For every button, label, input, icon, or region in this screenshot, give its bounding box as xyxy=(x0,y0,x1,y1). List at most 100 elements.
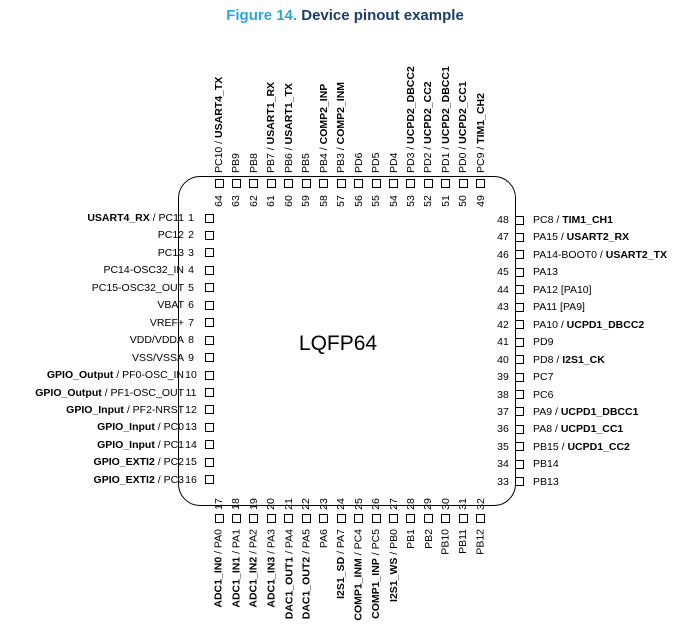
pin-pad-41 xyxy=(515,337,524,347)
pin-number-7: 7 xyxy=(188,316,194,329)
pin-pad-62 xyxy=(249,179,259,188)
pin-number-25: 25 xyxy=(352,498,365,510)
pin-label-24: I2S1_SD / PA7 xyxy=(335,529,348,599)
pin-number-48: 48 xyxy=(497,214,509,226)
pin-label-26: COMP1_INP / PC5 xyxy=(370,529,383,619)
pin-number-45: 45 xyxy=(497,266,509,279)
pin-pad-27 xyxy=(389,514,398,523)
pin-label-28: PB1 xyxy=(404,529,417,549)
pin-label-1: USART4_RX / PC11 xyxy=(87,212,184,224)
pin-label-43: PA11 [PA9] xyxy=(533,301,585,314)
pin-number-11: 11 xyxy=(185,386,197,399)
pin-pad-11 xyxy=(205,388,214,397)
pin-number-6: 6 xyxy=(188,299,194,312)
pin-pad-24 xyxy=(336,514,346,523)
pin-label-13: GPIO_Input / PC0 xyxy=(97,421,184,434)
pin-number-13: 13 xyxy=(185,421,197,434)
pin-pad-3 xyxy=(205,248,214,258)
pin-pad-18 xyxy=(231,514,241,523)
pin-pad-63 xyxy=(231,179,241,188)
pin-label-34: PB14 xyxy=(533,458,559,471)
pin-pad-51 xyxy=(441,179,451,188)
figure-number: Figure 14. xyxy=(226,7,298,24)
pin-label-40: PD8 / I2S1_CK xyxy=(533,353,605,366)
pin-pad-60 xyxy=(284,179,294,188)
pin-pad-13 xyxy=(205,422,214,432)
pin-number-57: 57 xyxy=(335,195,348,207)
pin-number-2: 2 xyxy=(188,229,194,242)
pin-pad-47 xyxy=(515,232,524,242)
pin-pad-40 xyxy=(515,355,524,365)
pin-label-3: PC13 xyxy=(157,246,184,259)
pin-pad-14 xyxy=(205,440,214,450)
pin-label-42: PA10 / UCPD1_DBCC2 xyxy=(533,318,645,331)
pin-number-1: 1 xyxy=(188,212,194,224)
pin-label-35: PB15 / UCPD1_CC2 xyxy=(533,440,630,453)
pin-label-33: PB13 xyxy=(533,475,559,488)
pin-number-35: 35 xyxy=(497,440,509,453)
pin-pad-17 xyxy=(214,514,224,523)
pin-pad-22 xyxy=(301,514,311,523)
figure-title: Figure 14. Device pinout example xyxy=(0,7,690,24)
pin-number-38: 38 xyxy=(497,388,509,401)
pin-number-5: 5 xyxy=(188,281,194,294)
pin-label-17: ADC1_IN0 / PA0 xyxy=(213,529,225,608)
pin-label-6: VBAT xyxy=(157,299,184,312)
pin-number-54: 54 xyxy=(387,195,400,207)
pin-number-8: 8 xyxy=(188,334,194,347)
pin-pad-26 xyxy=(371,514,381,523)
pin-number-31: 31 xyxy=(457,498,470,510)
pin-label-8: VDD/VDDA xyxy=(129,334,184,347)
pin-label-10: GPIO_Output / PF0-OSC_IN xyxy=(46,369,184,382)
pin-pad-36 xyxy=(515,424,524,434)
pin-pad-5 xyxy=(205,283,214,293)
pin-label-36: PA8 / UCPD1_CC1 xyxy=(533,423,624,436)
pin-pad-35 xyxy=(515,442,524,452)
pin-number-62: 62 xyxy=(247,195,260,207)
pin-number-61: 61 xyxy=(265,195,278,207)
pin-pad-50 xyxy=(458,179,468,188)
pin-number-63: 63 xyxy=(230,195,243,207)
pin-number-23: 23 xyxy=(317,498,330,510)
pin-number-46: 46 xyxy=(497,248,509,261)
pin-pad-45 xyxy=(515,267,524,277)
pin-number-56: 56 xyxy=(352,195,365,207)
figure-caption: Device pinout example xyxy=(301,7,464,24)
pin-pad-20 xyxy=(266,514,276,523)
pin-number-17: 17 xyxy=(213,498,225,510)
pin-number-27: 27 xyxy=(387,498,400,510)
pin-pad-25 xyxy=(354,514,364,523)
pin-label-52: PD2 / UCPD2_CC2 xyxy=(422,81,435,173)
pin-number-44: 44 xyxy=(497,283,509,296)
pin-pad-46 xyxy=(515,250,524,260)
pin-number-64: 64 xyxy=(213,195,225,207)
pin-pad-56 xyxy=(354,179,364,188)
pin-label-38: PC6 xyxy=(533,388,554,401)
pin-number-18: 18 xyxy=(230,498,243,510)
pin-label-32: PB12 xyxy=(474,529,487,555)
pin-pad-44 xyxy=(515,285,524,295)
pin-label-31: PB11 xyxy=(457,529,470,554)
pin-number-14: 14 xyxy=(185,438,197,451)
pin-number-60: 60 xyxy=(282,195,295,207)
pin-number-40: 40 xyxy=(497,353,509,366)
pin-number-36: 36 xyxy=(497,423,509,436)
pin-pad-8 xyxy=(205,335,214,345)
pin-number-33: 33 xyxy=(497,475,509,488)
pin-number-15: 15 xyxy=(185,456,197,469)
pin-pad-57 xyxy=(336,179,346,188)
pin-number-43: 43 xyxy=(497,301,509,314)
pin-label-50: PD0 / UCPD2_CC1 xyxy=(457,81,470,173)
pin-number-24: 24 xyxy=(335,498,348,510)
pin-label-4: PC14-OSC32_IN xyxy=(103,264,184,277)
pin-label-2: PC12 xyxy=(157,229,184,242)
pin-label-47: PA15 / USART2_RX xyxy=(533,231,630,244)
pin-number-50: 50 xyxy=(457,195,470,207)
pin-number-26: 26 xyxy=(370,498,383,510)
pin-pad-12 xyxy=(205,405,214,415)
pin-label-37: PA9 / UCPD1_DBCC1 xyxy=(533,405,639,418)
pin-pad-39 xyxy=(515,372,524,382)
pin-number-52: 52 xyxy=(422,195,435,207)
pin-pad-54 xyxy=(389,179,398,188)
pin-label-14: GPIO_Input / PC1 xyxy=(97,438,184,451)
